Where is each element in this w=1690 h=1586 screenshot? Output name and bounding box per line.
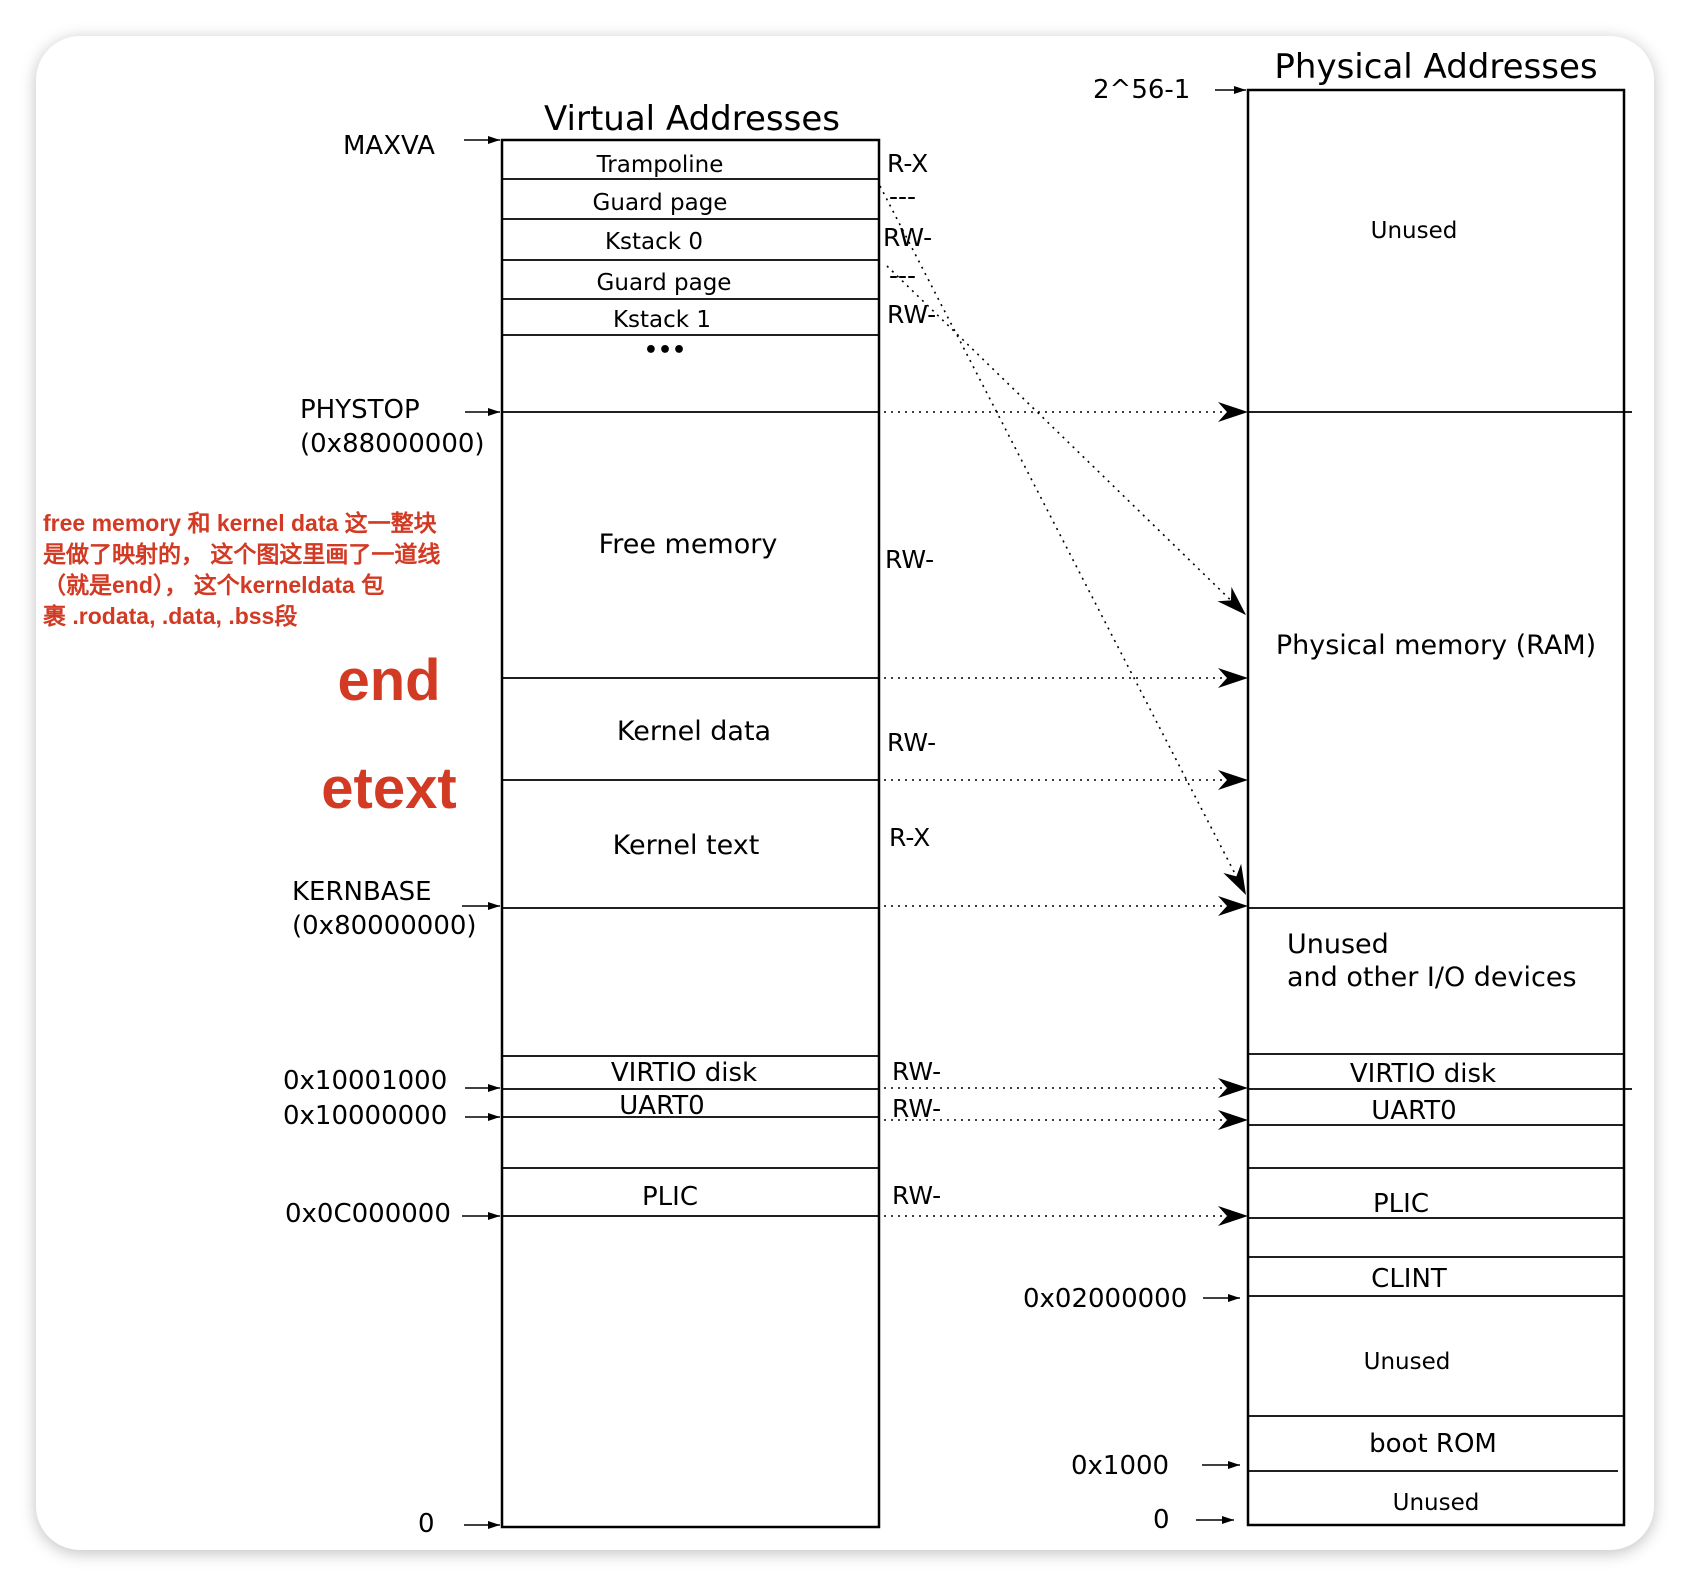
physical-region-unused-top: Unused [1371, 218, 1458, 244]
vaddr-addr-10001000: 0x10001000 [283, 1066, 447, 1096]
virtual-region-kernel-text: Kernel text [613, 830, 760, 861]
virtual-region-kstack-0: Kstack 0 [605, 229, 703, 255]
vaddr-addr-zero: 0 [418, 1509, 435, 1539]
physical-region-clint: CLINT [1371, 1264, 1447, 1294]
card-background [36, 36, 1654, 1550]
vaddr-kernbase-1: (0x80000000) [292, 911, 477, 941]
annotation-note-line-2: 是做了映射的， 这个图这里画了一道线 [43, 541, 440, 567]
paddr-addr-2-56: 2^56-1 [1093, 75, 1190, 105]
map-kstack [886, 265, 1247, 616]
perm-free-memory: RW- [885, 545, 934, 574]
paddr-addr-zero: 0 [1153, 1505, 1170, 1535]
perm-guard-page-1: --- [889, 182, 916, 211]
perm-kernel-text: R-X [889, 823, 930, 852]
physical-region-unused-bottom: Unused [1393, 1490, 1480, 1516]
virtual-region-guard-page-1: Guard page [593, 190, 728, 216]
vaddr-phystop: PHYSTOP [300, 395, 420, 425]
perm-kernel-data: RW- [887, 728, 936, 757]
perm-uart0: RW- [892, 1094, 941, 1123]
physical-title: Physical Addresses [1274, 47, 1597, 87]
virtual-region-kstack-1: Kstack 1 [613, 307, 711, 333]
paddr-addr-02000000: 0x02000000 [1023, 1284, 1187, 1314]
perm-guard-page-2: --- [889, 261, 916, 290]
virtual-region-ellipsis: ••• [644, 338, 686, 363]
physical-column-box [1246, 88, 1626, 1527]
annotation-note-line-1: free memory 和 kernel data 这一整块 [43, 510, 437, 536]
perm-virtio-disk: RW- [892, 1057, 941, 1086]
virtual-region-free-memory: Free memory [599, 529, 778, 560]
virtual-region-kernel-data: Kernel data [617, 716, 771, 747]
virtual-region-trampoline: Trampoline [596, 152, 724, 178]
virtual-title: Virtual Addresses [544, 99, 840, 139]
vaddr-phystop-1: (0x88000000) [300, 429, 485, 459]
perm-plic: RW- [892, 1181, 941, 1210]
vaddr-addr-10000000: 0x10000000 [283, 1101, 447, 1131]
paddr-addr-1000: 0x1000 [1071, 1451, 1169, 1481]
vaddr-addr-0c000000: 0x0C000000 [285, 1199, 451, 1229]
physical-region-ram: Physical memory (RAM) [1276, 630, 1596, 661]
annotation-note-line-4: 裹 .rodata, .data, .bss段 [43, 603, 297, 629]
physical-region-unused-io-line2: and other I/O devices [1287, 962, 1577, 993]
physical-region-unused-io: Unused [1287, 929, 1389, 960]
virtual-region-virtio-disk: VIRTIO disk [611, 1058, 757, 1088]
map-trampoline [879, 185, 1247, 896]
physical-region-boot-rom: boot ROM [1369, 1429, 1497, 1459]
annotation-etext-label: etext [321, 756, 456, 821]
physical-region-unused-mid: Unused [1364, 1349, 1451, 1375]
vaddr-kernbase: KERNBASE [292, 877, 432, 907]
virtual-column-box [500, 138, 881, 1529]
physical-region-uart0: UART0 [1371, 1096, 1456, 1126]
vaddr-maxva: MAXVA [343, 131, 435, 161]
virtual-region-plic: PLIC [642, 1182, 698, 1212]
annotation-end-label: end [337, 648, 440, 713]
perm-trampoline: R-X [887, 149, 928, 178]
virtual-region-guard-page-2: Guard page [597, 270, 732, 296]
perm-kstack-0: RW- [883, 223, 932, 252]
virtual-region-uart0: UART0 [619, 1091, 704, 1121]
physical-region-plic: PLIC [1373, 1189, 1429, 1219]
annotation-note-line-3: （就是end）， 这个kerneldata 包 [43, 572, 384, 598]
physical-region-virtio-disk: VIRTIO disk [1350, 1059, 1496, 1089]
perm-kstack-1: RW- [887, 300, 936, 329]
